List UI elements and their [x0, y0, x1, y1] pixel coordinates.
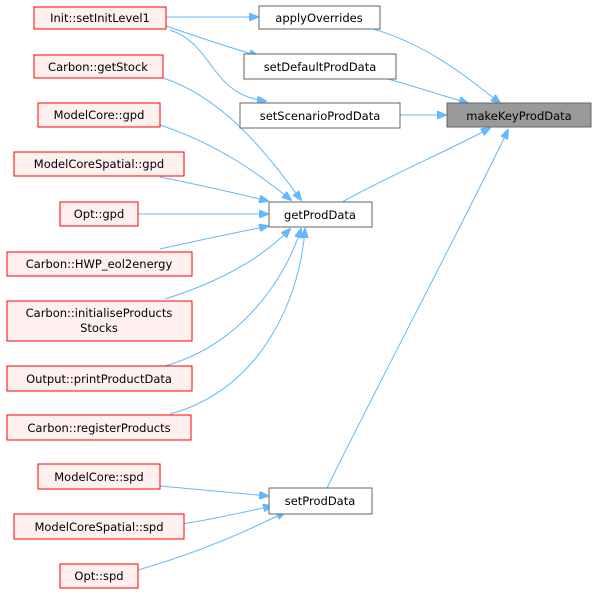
node-applyoverrides[interactable]: applyOverrides [258, 5, 381, 30]
edge-applyoverrides-to-makekeyproddata [369, 27, 500, 103]
edge-modelcore-gpd-to-getproddata [159, 124, 291, 200]
node-label: setScenarioProdData [260, 109, 381, 123]
node-label: getProdData [284, 208, 356, 222]
node-label: Init::setInitLevel1 [50, 11, 150, 25]
node-carbon-getstock[interactable]: Carbon::getStock [33, 54, 164, 79]
node-label: setDefaultProdData [264, 60, 377, 74]
node-label: Carbon::registerProducts [27, 421, 170, 435]
node-label: setProdData [285, 494, 356, 508]
node-label: Opt::gpd [74, 207, 125, 221]
node-carbon-initialiseproductsstocks[interactable]: Carbon::initialiseProducts Stocks [6, 300, 193, 342]
node-modelcorespatial-spd[interactable]: ModelCoreSpatial::spd [13, 513, 185, 540]
edges [137, 17, 508, 571]
node-label: ModelCoreSpatial::spd [34, 520, 163, 534]
edge-setdefaultproddata-to-makekeyproddata [387, 78, 468, 103]
node-carbon-registerproducts[interactable]: Carbon::registerProducts [6, 414, 192, 441]
edge-modelcorespatial-gpd-to-getproddata [159, 176, 268, 201]
node-label: ModelCore::gpd [54, 108, 145, 122]
node-opt-gpd[interactable]: Opt::gpd [59, 201, 139, 227]
node-init-setinitlevel1[interactable]: Init::setInitLevel1 [33, 6, 167, 30]
node-modelcore-gpd[interactable]: ModelCore::gpd [37, 102, 161, 128]
node-label: Output::printProductData [26, 372, 172, 386]
node-modelcorespatial-gpd[interactable]: ModelCoreSpatial::gpd [13, 151, 185, 177]
node-label: makeKeyProdData [466, 109, 571, 123]
node-output-printproductdata[interactable]: Output::printProductData [6, 365, 193, 392]
node-modelcore-spd[interactable]: ModelCore::spd [37, 463, 161, 490]
node-setdefaultproddata[interactable]: setDefaultProdData [243, 53, 397, 80]
node-label: ModelCoreSpatial::gpd [34, 157, 164, 171]
edge-modelcorespatial-spd-to-setproddata [181, 506, 272, 525]
node-makekeyproddata[interactable]: makeKeyProdData [446, 102, 592, 128]
node-label-line1: Carbon::initialiseProducts [26, 306, 173, 320]
edge-init-to-setscenarioproddata [169, 29, 266, 101]
node-carbon-hwp-eol2energy[interactable]: Carbon::HWP_eol2energy [6, 251, 193, 277]
edge-opt-spd-to-setproddata [137, 512, 285, 571]
node-label-line2: Stocks [80, 321, 118, 335]
node-getproddata[interactable]: getProdData [268, 201, 373, 228]
node-setproddata[interactable]: setProdData [268, 487, 373, 515]
node-label: applyOverrides [275, 11, 362, 25]
edge-carbon-register-to-getproddata [169, 229, 305, 415]
edge-output-print-to-getproddata [164, 229, 301, 367]
node-opt-spd[interactable]: Opt::spd [59, 563, 139, 589]
node-label: Carbon::HWP_eol2energy [26, 257, 173, 271]
edge-carbon-hwp-to-getproddata [159, 226, 268, 250]
node-setscenarioproddata[interactable]: setScenarioProdData [239, 102, 401, 129]
edge-init-to-setdefaultproddata [165, 25, 258, 56]
edge-setproddata-to-makekeyproddata [326, 130, 508, 489]
edge-modelcore-spd-to-setproddata [159, 485, 268, 496]
edge-getproddata-to-makekeyproddata [341, 128, 490, 203]
node-label: Opt::spd [74, 569, 123, 583]
node-label: ModelCore::spd [54, 470, 143, 484]
edge-carbon-initialise-to-getproddata [164, 229, 290, 300]
node-label: Carbon::getStock [48, 60, 148, 74]
